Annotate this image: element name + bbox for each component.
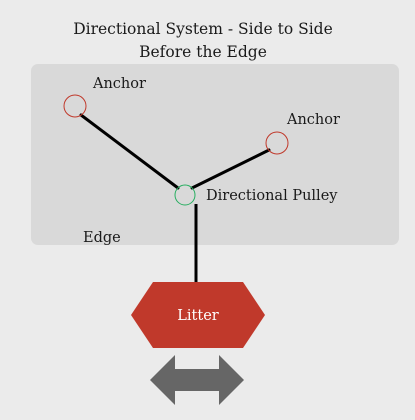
litter-shape <box>131 282 265 348</box>
anchor-right-label: Anchor <box>286 112 340 128</box>
diagram-title-line2: Before the Edge <box>139 43 267 61</box>
double-arrow-icon <box>150 355 244 405</box>
diagram-title-line1: Directional System - Side to Side <box>73 20 333 38</box>
litter-label: Litter <box>177 308 219 324</box>
directional-pulley-label: Directional Pulley <box>206 188 338 204</box>
directional-pulley-icon <box>174 184 196 206</box>
rope-right-anchor-to-pulley <box>190 148 271 190</box>
anchor-left-label: Anchor <box>92 76 146 92</box>
rope-left-anchor-to-pulley <box>79 113 180 190</box>
edge-label: Edge <box>83 230 121 246</box>
anchor-left-icon <box>63 94 87 118</box>
edge-area <box>31 64 399 245</box>
anchor-right-icon <box>265 131 289 155</box>
